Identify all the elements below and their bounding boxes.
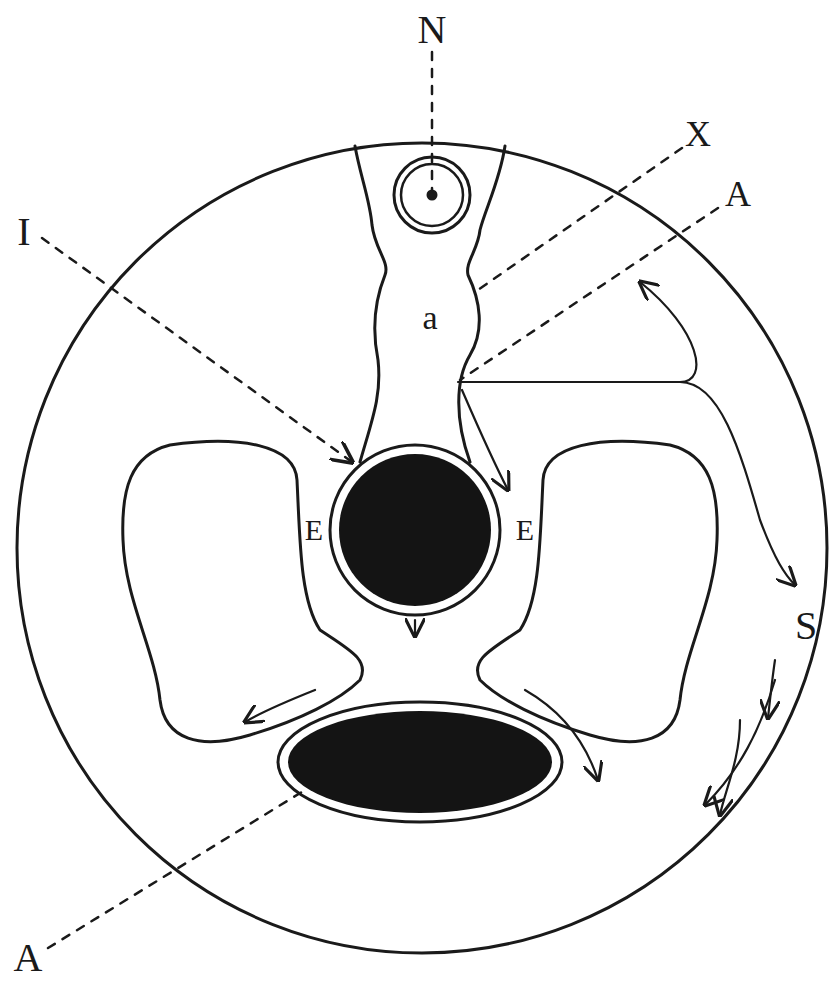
section-line xyxy=(460,208,718,380)
part-label: I xyxy=(17,212,30,252)
body-outline xyxy=(17,143,827,953)
part-label: A xyxy=(14,938,43,978)
ring xyxy=(278,702,562,822)
part-label: E xyxy=(305,515,323,545)
dark-body xyxy=(339,454,491,606)
flow-arrow xyxy=(525,690,598,780)
flow-arrow xyxy=(414,620,416,636)
tube-wall xyxy=(355,146,386,462)
flow-arrow xyxy=(720,720,740,815)
part-label: N xyxy=(418,10,447,50)
part-label: X xyxy=(685,116,711,152)
section-line xyxy=(475,148,682,292)
side-lobe xyxy=(477,441,717,741)
part-label: E xyxy=(516,515,534,545)
side-lobe xyxy=(123,441,363,741)
part-label: S xyxy=(795,606,817,646)
flow-arrow xyxy=(462,390,508,490)
section-line xyxy=(42,238,352,462)
section-line xyxy=(48,790,305,948)
central-dot xyxy=(428,191,436,199)
dark-body xyxy=(288,711,552,813)
part-label: a xyxy=(422,301,437,335)
ring xyxy=(330,445,500,615)
section-line xyxy=(431,52,434,190)
flow-arrow xyxy=(705,680,775,805)
part-label: A xyxy=(725,176,751,212)
tube-wall xyxy=(459,146,505,462)
flow-arrow xyxy=(458,282,696,382)
flow-arrow xyxy=(245,690,315,722)
nerve-cord xyxy=(394,157,470,233)
flow-arrow xyxy=(680,382,795,585)
